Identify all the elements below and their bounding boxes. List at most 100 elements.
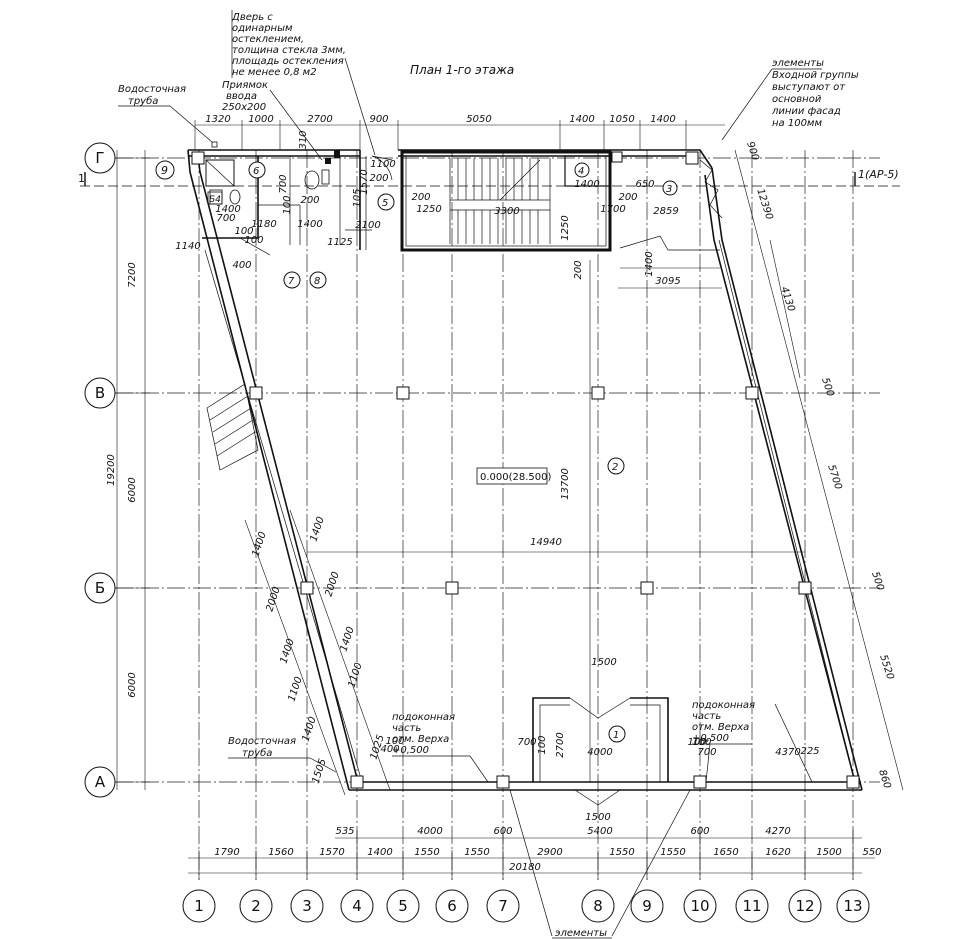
dimension-label: 1180: [251, 219, 276, 230]
svg-text:ввода: ввода: [226, 91, 257, 102]
dimension-label: 4000: [587, 747, 612, 758]
dimension-label: 2000: [323, 570, 341, 598]
dimension-label: 100: [687, 737, 706, 748]
dimension-label: 535: [335, 826, 354, 837]
dimension-label: 1400: [250, 530, 268, 558]
axis-label-y: А: [95, 773, 106, 791]
dimension-label: 12390: [754, 187, 774, 221]
dimension-label: 1570: [319, 847, 344, 858]
dimension-label: 1125: [327, 237, 352, 248]
svg-text:9: 9: [161, 164, 168, 177]
svg-text:250х200: 250х200: [222, 102, 266, 113]
axis-bubble-x: [386, 889, 420, 923]
dimension-label: 100: [385, 736, 404, 747]
dimension-label: 5700: [825, 463, 843, 491]
axis-bubble-x: [735, 889, 769, 923]
section-mark-left: 1: [78, 172, 85, 185]
dimension-label: 1570: [359, 169, 370, 194]
dimension-label: 100: [244, 235, 263, 246]
dimension-label: 14940: [530, 537, 562, 548]
svg-text:0.000(28.500): 0.000(28.500): [480, 472, 552, 483]
dimension-label: 100: [537, 735, 548, 754]
axis-bubble-x: [630, 889, 664, 923]
axis-bubble-x: [788, 889, 822, 923]
axis-bubble-y: [84, 766, 116, 798]
dimension-label: 13700: [560, 468, 571, 500]
svg-text:4: 4: [578, 166, 584, 177]
axis-label-x: 10: [690, 897, 709, 915]
axis-bubble-x: [239, 889, 273, 923]
dimension-label: 2100: [355, 220, 380, 231]
dimension-label: 860: [876, 768, 892, 790]
svg-text:3: 3: [666, 184, 672, 195]
axis-label-x: 4: [352, 897, 362, 915]
dimension-label: 700: [216, 213, 235, 224]
notes: Водосточная труба Приямок ввода 250х200 …: [118, 10, 859, 939]
svg-text:отм. Верха: отм. Верха: [692, 722, 749, 733]
axis-label-x: 11: [742, 897, 761, 915]
dimension-label: 1400: [297, 219, 322, 230]
svg-text:6: 6: [253, 166, 259, 177]
dimension-label: 1400: [569, 114, 594, 125]
svg-text:на 100мм: на 100мм: [772, 118, 822, 129]
dimension-label: 1500: [585, 812, 610, 823]
dimension-label: 310: [298, 130, 309, 149]
dimension-label: 1000: [248, 114, 273, 125]
svg-text:8: 8: [314, 276, 320, 287]
axis-label-x: 13: [843, 897, 862, 915]
svg-text:не менее 0,8 м2: не менее 0,8 м2: [232, 67, 317, 78]
dimension-label: 1650: [713, 847, 738, 858]
svg-text:толщина стекла 3мм,: толщина стекла 3мм,: [232, 45, 346, 56]
svg-text:остеклением,: остеклением,: [232, 34, 304, 45]
dimension-label: 200: [618, 192, 637, 203]
dimension-label: 1400: [338, 625, 356, 653]
axis-bubble-y: [84, 142, 116, 174]
axis-label-y: В: [95, 384, 105, 402]
building-outline: [187, 149, 863, 791]
dimension-label: 1140: [175, 241, 200, 252]
axis-label-x: 8: [593, 897, 603, 915]
dimension-label: 6000: [127, 672, 138, 697]
axis-label-y: Б: [95, 579, 105, 597]
svg-text:труба: труба: [242, 747, 272, 759]
dimension-label: 1550: [414, 847, 439, 858]
dimension-label: 200: [411, 192, 430, 203]
dimension-label: 550: [862, 847, 881, 858]
dimension-label: 1550: [660, 847, 685, 858]
dimension-label: 3300: [494, 206, 519, 217]
dimension-label: 400: [232, 260, 251, 271]
axis-bubble-x: [581, 889, 615, 923]
dimension-label: 4000: [417, 826, 442, 837]
svg-text:+0,500: +0,500: [692, 733, 729, 744]
svg-text:отм. Верха: отм. Верха: [392, 734, 449, 745]
dimension-label: 700: [697, 747, 716, 758]
dimension-label: 2900: [537, 847, 562, 858]
dimension-label: 1550: [464, 847, 489, 858]
svg-text:часть: часть: [692, 711, 721, 722]
svg-text:Б4: Б4: [209, 195, 221, 205]
svg-text:+0,500: +0,500: [392, 745, 429, 756]
axis-bubble-x: [182, 889, 216, 923]
svg-text:одинарным: одинарным: [232, 23, 293, 34]
dimension-label: 2859: [653, 206, 678, 217]
dimension-label: 900: [369, 114, 388, 125]
dimension-label: 1100: [370, 159, 395, 170]
dimension-label: 700: [517, 737, 536, 748]
dimension-label: 1400: [574, 179, 599, 190]
svg-text:линии фасад: линии фасад: [771, 106, 841, 117]
dimension-label: 200: [300, 195, 319, 206]
stair-core: [400, 150, 612, 252]
axis-bubble-x: [683, 889, 717, 923]
svg-text:выступают от: выступают от: [772, 82, 846, 93]
svg-text:Водосточная: Водосточная: [228, 736, 296, 747]
dimension-label: 400: [380, 744, 399, 755]
dimension-label: 100: [282, 195, 293, 214]
dimension-label: 1560: [268, 847, 293, 858]
axis-bubble-x: [290, 889, 324, 923]
svg-text:7: 7: [288, 276, 295, 287]
dimension-label: 1400: [644, 251, 655, 276]
svg-text:5: 5: [382, 198, 388, 209]
axis-bubble-x: [486, 889, 520, 923]
dimension-label: 1400: [215, 204, 240, 215]
